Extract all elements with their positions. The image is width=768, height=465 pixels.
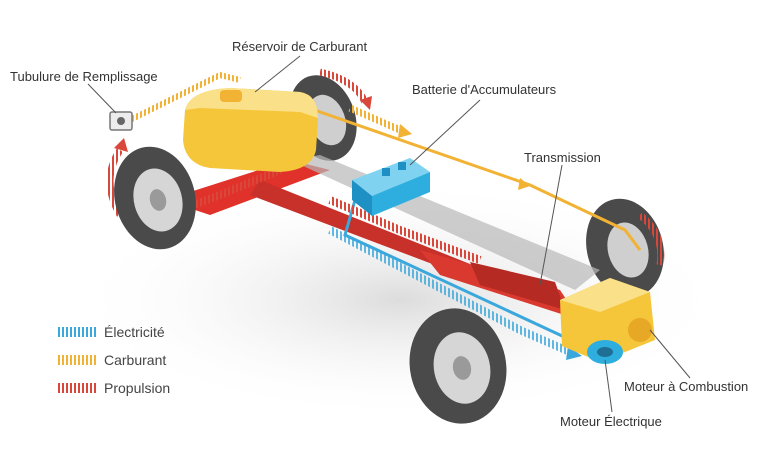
legend-item-propulsion: Propulsion (58, 374, 170, 402)
combustion-engine-label: Moteur à Combustion (624, 379, 749, 394)
legend: Électricité Carburant Propulsion (58, 318, 170, 402)
leader-lines (87, 55, 691, 413)
combustion-engine (560, 278, 655, 362)
fuel-tank (183, 88, 318, 172)
legend-label-electricity: Électricité (104, 324, 165, 340)
wheel-front-left (409, 308, 507, 424)
legend-label-fuel: Carburant (104, 352, 167, 368)
battery-label: Batterie d'Accumulateurs (412, 82, 557, 97)
legend-item-fuel: Carburant (58, 346, 170, 374)
electric-motor-label: Moteur Électrique (560, 414, 662, 429)
electric-motor (587, 340, 623, 364)
legend-swatch-fuel (58, 355, 98, 365)
ground-shadow (70, 180, 730, 420)
fuel-tank-label: Réservoir de Carburant (232, 39, 368, 54)
fuel-line (128, 71, 642, 251)
transmission-shaft (420, 250, 580, 320)
filler-neck-cap (109, 111, 133, 131)
legend-swatch-electricity (58, 327, 98, 337)
filler-neck-label: Tubulure de Remplissage (10, 69, 158, 84)
wheel-rear-left (114, 146, 196, 250)
battery-pack (352, 158, 430, 216)
legend-label-propulsion: Propulsion (104, 380, 171, 396)
legend-item-electricity: Électricité (58, 318, 170, 346)
transmission-label: Transmission (524, 150, 601, 165)
legend-swatch-propulsion (58, 383, 98, 393)
